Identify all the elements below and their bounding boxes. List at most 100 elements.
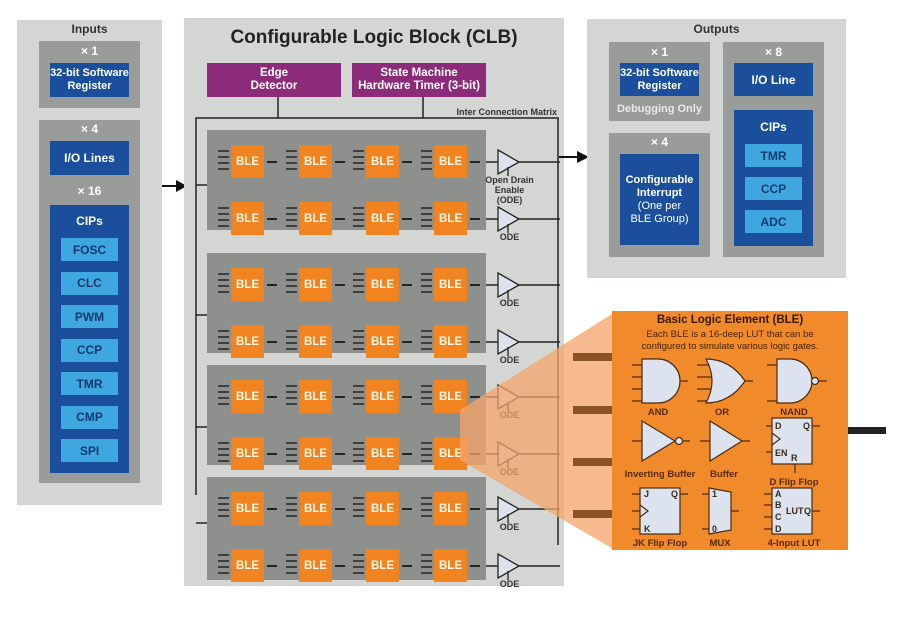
gate-label-or: OR xyxy=(715,407,729,418)
gate-label-jk: JK Flip Flop xyxy=(633,538,688,549)
output-register-line2: Register xyxy=(637,79,682,92)
logic-gates: D Q EN R J Q K 1 0 A B C D LUT Q AND OR … xyxy=(625,358,827,549)
buffer-icon xyxy=(700,419,750,463)
ode-label: ODE xyxy=(499,522,520,532)
dff-pin-r: R xyxy=(791,453,798,463)
ble-input-lines xyxy=(286,207,297,227)
edge-detector-line1: Edge xyxy=(259,67,289,79)
ble-output-line xyxy=(267,508,277,510)
input-cips-title: CIPs xyxy=(76,214,103,228)
jk-pin-k: K xyxy=(644,524,651,534)
interrupt-line4: BLE Group) xyxy=(630,212,689,225)
mux-pin-0: 0 xyxy=(712,524,717,534)
ble-output-line xyxy=(335,565,345,567)
ble-input-lines xyxy=(286,385,297,405)
ble-output-line xyxy=(470,284,480,286)
interconnect-matrix xyxy=(195,97,559,545)
ble-output-line xyxy=(335,508,345,510)
input-register-line2: Register xyxy=(67,80,112,92)
gate-label-lut: 4-Input LUT xyxy=(768,538,821,549)
ble-output-line xyxy=(335,218,345,220)
output-io-line: I/O Line xyxy=(734,63,813,96)
ble-block: BLE xyxy=(366,145,399,178)
inputs-title: Inputs xyxy=(71,22,108,36)
ble-input-lines xyxy=(353,207,364,227)
input-cip-ccp: CCP xyxy=(61,338,118,362)
edge-detector-line2: Detector xyxy=(250,80,298,92)
edge-detector: Edge Detector xyxy=(207,63,341,97)
output-cips-title: CIPs xyxy=(760,120,787,134)
ble-output-line xyxy=(267,396,277,398)
lut-pin-c: C xyxy=(775,512,782,522)
ble-output-line xyxy=(267,218,277,220)
ble-input-lines xyxy=(421,330,432,350)
ble-output-line xyxy=(402,341,412,343)
input-cip-clc: CLC xyxy=(61,271,118,295)
ble-input-lines xyxy=(421,150,432,170)
ode-buffer-icon xyxy=(486,205,560,233)
or-gate-icon xyxy=(697,358,753,404)
ble-input-lines xyxy=(353,497,364,517)
input-register-line1: 32-bit Software xyxy=(50,67,129,79)
dff-pin-d: D xyxy=(775,421,782,431)
ble-input-lines xyxy=(421,273,432,293)
dff-pin-en: EN xyxy=(775,448,788,458)
ble-block: BLE xyxy=(299,437,332,470)
input-cips-multiplier: × 16 xyxy=(77,184,102,198)
input-io-multiplier: × 4 xyxy=(80,122,98,136)
ble-output-line xyxy=(335,341,345,343)
ode-buffer-icon xyxy=(486,148,560,176)
ble-block: BLE xyxy=(366,380,399,413)
ble-input-lines xyxy=(421,554,432,574)
output-register-line1: 32-bit Software xyxy=(620,66,699,79)
ode-buffer-icon xyxy=(486,271,560,299)
ble-block: BLE xyxy=(299,325,332,358)
ble-input-lines xyxy=(353,150,364,170)
ble-input-lines xyxy=(421,385,432,405)
ble-input-lines xyxy=(286,330,297,350)
output-cip-ccp: CCP xyxy=(745,177,802,200)
gate-label-mux: MUX xyxy=(709,538,731,549)
ble-block: BLE xyxy=(366,325,399,358)
gate-label-inverting-buffer: Inverting Buffer xyxy=(625,469,696,480)
ble-block: BLE xyxy=(299,268,332,301)
ble-output-line xyxy=(402,284,412,286)
lut-icon xyxy=(764,487,820,535)
ble-block: BLE xyxy=(366,549,399,582)
ble-block: BLE xyxy=(231,380,264,413)
ble-block: BLE xyxy=(299,380,332,413)
output-cip-adc: ADC xyxy=(745,210,802,233)
ble-block: BLE xyxy=(231,145,264,178)
jk-pin-j: J xyxy=(644,489,649,499)
output-io-multiplier: × 8 xyxy=(764,45,782,59)
ode-label: ODE xyxy=(499,298,520,308)
ble-output-line xyxy=(267,453,277,455)
ble-block: BLE xyxy=(434,380,467,413)
jk-flip-flop-icon xyxy=(632,487,688,535)
lut-pin-d: D xyxy=(775,524,782,534)
ble-block: BLE xyxy=(299,549,332,582)
ble-output-line xyxy=(335,161,345,163)
ble-block: BLE xyxy=(231,268,264,301)
ble-input-lines xyxy=(218,207,229,227)
ble-block: BLE xyxy=(231,437,264,470)
interconnect-frame xyxy=(195,117,559,545)
ode-label: ODE xyxy=(499,232,520,242)
ble-detail-title: Basic Logic Element (BLE) xyxy=(656,314,804,326)
output-register-multiplier: × 1 xyxy=(650,45,668,59)
gate-label-buffer: Buffer xyxy=(710,469,738,480)
ble-block: BLE xyxy=(366,437,399,470)
input-software-register: 32-bit Software Register xyxy=(50,63,129,97)
input-register-multiplier: × 1 xyxy=(80,44,98,58)
dff-pin-q: Q xyxy=(803,421,810,431)
ode-label-line2: Enable (ODE) xyxy=(494,185,525,205)
ble-block: BLE xyxy=(231,549,264,582)
ble-output-line xyxy=(470,508,480,510)
debugging-only-note: Debugging Only xyxy=(617,103,702,115)
ble-output-line xyxy=(267,565,277,567)
input-cip-cmp: CMP xyxy=(61,405,118,429)
ble-input-lines xyxy=(421,442,432,462)
ble-output-line xyxy=(402,396,412,398)
ble-block: BLE xyxy=(231,325,264,358)
ble-output-line xyxy=(335,453,345,455)
